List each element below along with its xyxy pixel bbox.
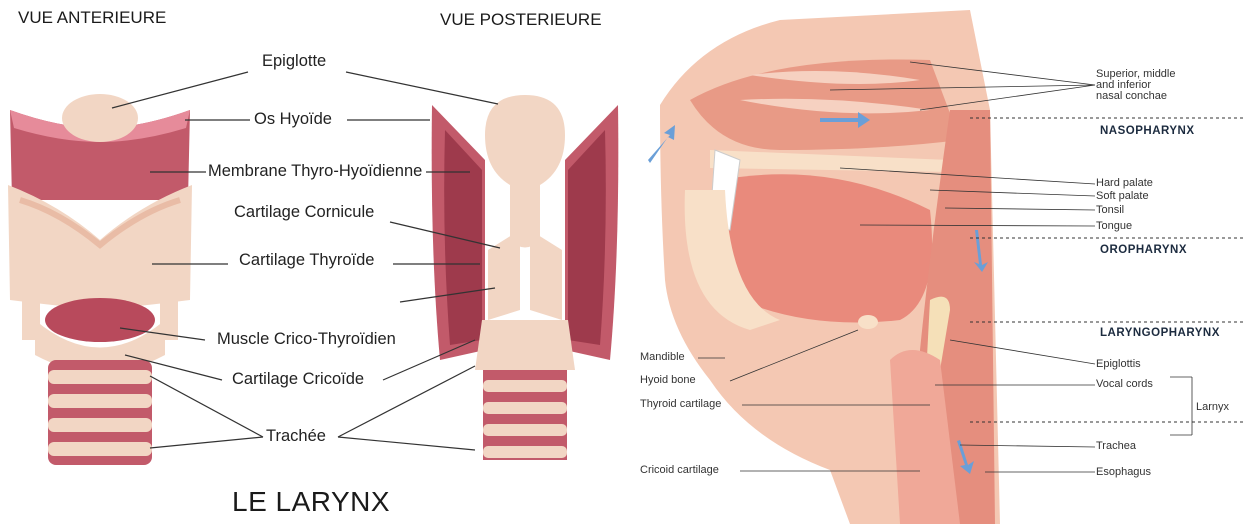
label-cartilage-thyroide: Cartilage Thyroïde <box>237 251 376 270</box>
anterior-ring-4 <box>48 442 152 456</box>
posterior-ring-3 <box>483 424 567 436</box>
anterior-muscle-shape <box>45 298 155 342</box>
region-separators <box>970 118 1244 422</box>
anterior-ring-2 <box>48 394 152 408</box>
region-oropharynx: OROPHARYNX <box>1100 244 1187 256</box>
page-title: LE LARYNX <box>232 486 390 518</box>
larynx-panel: VUE ANTERIEURE VUE POSTERIEURE Epiglotte… <box>0 0 630 524</box>
label-larynx: Larnyx <box>1196 401 1229 413</box>
posterior-arytenoid-left <box>488 230 520 320</box>
label-epiglotte: Epiglotte <box>260 52 328 71</box>
label-epiglottis: Epiglottis <box>1096 358 1141 370</box>
label-trachea: Trachea <box>1096 440 1136 452</box>
label-cartilage-cornicule: Cartilage Cornicule <box>232 203 376 222</box>
label-membrane: Membrane Thyro-Hyoïdienne <box>206 162 424 181</box>
pharynx-panel: Superior, middle and inferior nasal conc… <box>630 0 1244 524</box>
label-esophagus: Esophagus <box>1096 466 1151 478</box>
posterior-arytenoid-right <box>530 230 562 320</box>
posterior-ring-1 <box>483 380 567 392</box>
label-tongue: Tongue <box>1096 220 1132 232</box>
anterior-larynx <box>8 94 192 465</box>
label-hard-palate: Hard palate <box>1096 177 1153 189</box>
label-cartilage-cricoide: Cartilage Cricoïde <box>230 370 366 389</box>
region-laryngopharynx: LARYNGOPHARYNX <box>1100 327 1220 339</box>
label-thyroid: Thyroid cartilage <box>640 398 721 410</box>
posterior-larynx <box>432 95 619 460</box>
label-hyoid: Hyoid bone <box>640 374 696 386</box>
label-soft-palate: Soft palate <box>1096 190 1149 202</box>
posterior-cricoid-shape <box>475 320 575 370</box>
anterior-epiglottis-shape <box>62 94 138 142</box>
view-anterior-label: VUE ANTERIEURE <box>18 8 166 28</box>
view-posterior-label: VUE POSTERIEURE <box>440 10 602 30</box>
label-conchae: Superior, middle and inferior nasal conc… <box>1096 69 1176 102</box>
label-tonsil: Tonsil <box>1096 204 1124 216</box>
posterior-ring-4 <box>483 446 567 458</box>
anterior-ring-3 <box>48 418 152 432</box>
label-vocal-cords: Vocal cords <box>1096 378 1153 390</box>
label-os-hyoide: Os Hyoïde <box>252 110 334 129</box>
posterior-epiglottis-shape <box>485 95 565 248</box>
label-trachee: Trachée <box>264 427 328 446</box>
head-section <box>648 10 1000 524</box>
label-mandible: Mandible <box>640 351 685 363</box>
hyoid-shape <box>858 315 878 329</box>
anterior-ring-1 <box>48 370 152 384</box>
anterior-side-left <box>22 300 40 340</box>
region-nasopharynx: NASOPHARYNX <box>1100 125 1195 137</box>
posterior-ring-2 <box>483 402 567 414</box>
label-conchae-line-3: nasal conchae <box>1096 91 1176 102</box>
label-muscle-crico: Muscle Crico-Thyroïdien <box>215 330 398 349</box>
label-cricoid: Cricoid cartilage <box>640 464 719 476</box>
